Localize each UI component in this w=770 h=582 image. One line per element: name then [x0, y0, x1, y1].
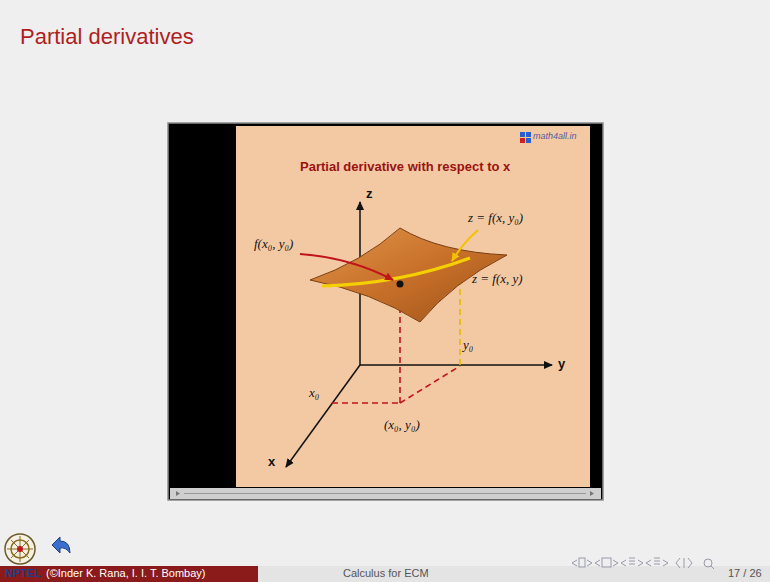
trace-curve: [322, 258, 470, 286]
footer-author: (©Inder K. Rana, I. I. T. Bombay): [46, 567, 206, 580]
slide-title: Partial derivatives: [20, 24, 194, 49]
pointer-arrow: [300, 254, 393, 280]
footer-logo-text: NPTEL: [5, 567, 41, 580]
point-label: f(x₀, y₀): [254, 237, 293, 252]
curve-label: z = f(x, y₀): [468, 211, 523, 226]
navigation-symbols: [572, 558, 714, 569]
coordinate-axes: [286, 202, 552, 467]
pointer-arrow: [452, 230, 478, 261]
back-arrow-icon: [52, 537, 70, 553]
figure-heading: Partial derivative with respect to x: [300, 160, 510, 175]
footer-course: Calculus for ECM: [343, 567, 429, 580]
footer-page: 17 / 26: [728, 567, 762, 580]
surface-point: [397, 281, 404, 288]
watermark: math4all.in: [533, 131, 577, 141]
footer-author-bar: [0, 566, 258, 582]
math4all-logo: [520, 132, 531, 143]
point-label: (x₀, y₀): [384, 418, 420, 433]
axis-label: z: [366, 187, 373, 202]
tick-label: y₀: [463, 338, 473, 353]
tick-label: x₀: [309, 386, 319, 401]
axis-label: x: [268, 455, 275, 470]
video-frame: [168, 123, 603, 500]
nptel-logo: [5, 534, 35, 564]
video-canvas: [236, 126, 590, 487]
video-controls: [170, 488, 601, 499]
footer-bar: [0, 566, 770, 582]
axis-label: y: [558, 357, 565, 372]
surface-label: z = f(x, y): [472, 272, 523, 287]
